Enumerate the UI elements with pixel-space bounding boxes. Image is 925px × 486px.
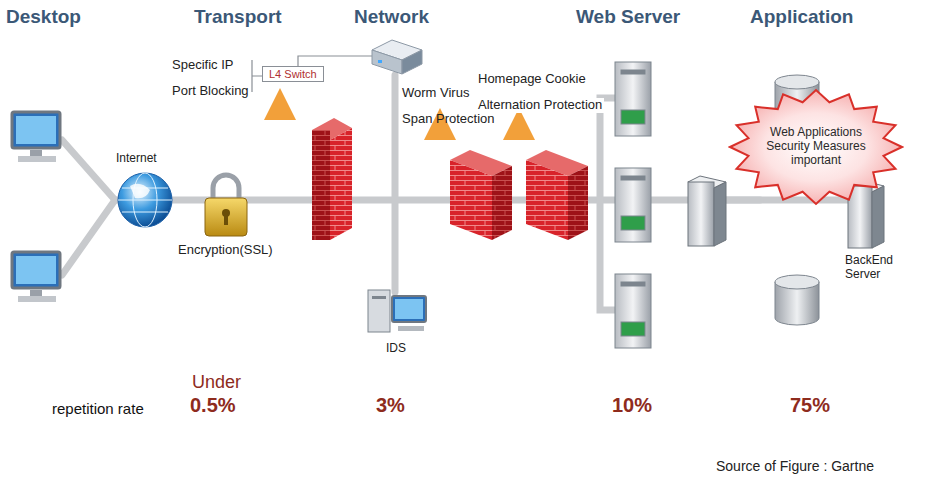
switch-box: L4 Switch xyxy=(262,66,324,82)
ids-computer xyxy=(368,290,426,332)
tier-heading: Transport xyxy=(194,6,282,28)
annotation-label: Alternation Protection xyxy=(476,98,604,113)
annotation-label: Port Blocking xyxy=(172,84,249,99)
desktop-icon xyxy=(12,112,60,302)
annotation-label: BackEnd Server xyxy=(845,254,893,282)
rate-value: 75% xyxy=(790,394,830,417)
backend-server xyxy=(848,180,884,248)
rate-value: 10% xyxy=(612,394,652,417)
application-server xyxy=(688,176,726,246)
annotation-label: Encryption(SSL) xyxy=(178,243,273,258)
annotation-label: Worm Virus xyxy=(402,86,469,101)
annotation-label: Internet xyxy=(116,152,157,166)
annotation-label: IDS xyxy=(386,342,406,356)
web-server xyxy=(615,62,651,348)
network-device xyxy=(372,40,422,74)
tier-heading: Network xyxy=(354,6,429,28)
annotation-label: Specific IP xyxy=(172,58,233,73)
node-text: Web Applications Security Measures impor… xyxy=(764,126,868,167)
annotation-label: Source of Figure : Gartne xyxy=(716,458,874,474)
tier-heading: Application xyxy=(750,6,853,28)
annotation-label: Span Protection xyxy=(402,112,495,127)
tier-heading: Web Server xyxy=(576,6,680,28)
starburst-callout: Web Applications Security Measures impor… xyxy=(728,88,904,206)
ssl-lock xyxy=(205,175,247,236)
rate-value: 0.5% xyxy=(190,394,236,417)
tier-heading: Desktop xyxy=(6,6,81,28)
node-text: L4 Switch xyxy=(269,68,317,80)
annotation-label: repetition rate xyxy=(52,400,144,417)
annotation-label: Under xyxy=(192,372,241,393)
rate-value: 3% xyxy=(376,394,405,417)
firewall xyxy=(312,118,588,240)
annotation-label: Homepage Cookie xyxy=(476,72,588,87)
internet-globe xyxy=(118,173,172,227)
